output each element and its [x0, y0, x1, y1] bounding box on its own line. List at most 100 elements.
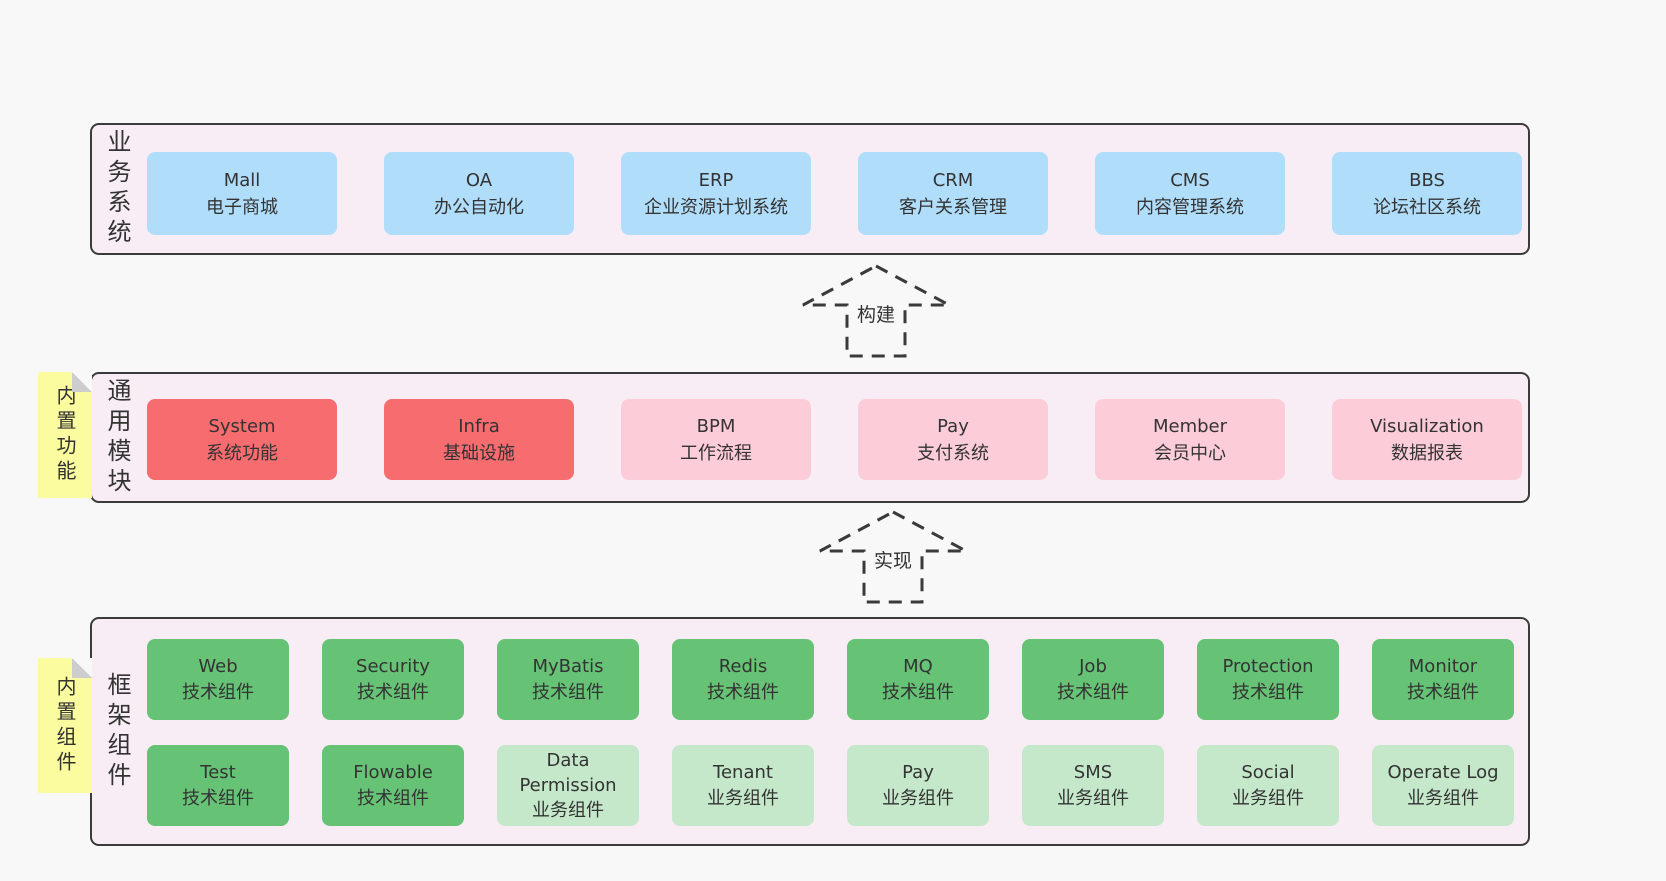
box-title: Member: [1152, 415, 1228, 437]
dashed-up-arrow-icon: [819, 510, 967, 604]
box-subtitle: 技术组件: [182, 681, 254, 703]
box-subtitle: 办公自动化: [434, 196, 524, 218]
box-member: Member 会员中心: [1095, 399, 1285, 480]
box-title: Test: [200, 762, 236, 784]
box-subtitle: 技术组件: [357, 787, 429, 809]
box-social: Social 业务组件: [1197, 745, 1339, 826]
box-subtitle: 客户关系管理: [899, 196, 1007, 218]
box-title: Monitor: [1408, 656, 1478, 678]
note-text: 内置功能: [53, 385, 77, 485]
box-title: Data Permission: [519, 749, 617, 796]
layer-common-modules: 通用模块 System 系统功能 Infra 基础设施 BPM 工作流程 Pay…: [90, 372, 1530, 503]
box-title: Redis: [718, 656, 768, 678]
module-boxes-row: System 系统功能 Infra 基础设施 BPM 工作流程 Pay 支付系统…: [147, 399, 1522, 480]
business-boxes-row: Mall 电子商城 OA 办公自动化 ERP 企业资源计划系统 CRM 客户关系…: [147, 152, 1522, 235]
framework-boxes-row-2: Test 技术组件 Flowable 技术组件 Data Permission …: [147, 745, 1514, 826]
box-title: Security: [356, 656, 430, 678]
box-mybatis: MyBatis 技术组件: [497, 639, 639, 720]
box-subtitle: 技术组件: [182, 787, 254, 809]
box-infra: Infra 基础设施: [384, 399, 574, 480]
box-title: Web: [198, 656, 238, 678]
box-web: Web 技术组件: [147, 639, 289, 720]
box-tenant: Tenant 业务组件: [672, 745, 814, 826]
up-arrow-build: 构建: [801, 260, 951, 360]
box-title: Mall: [223, 169, 261, 191]
box-subtitle: 基础设施: [443, 442, 515, 464]
box-subtitle: 技术组件: [1232, 681, 1304, 703]
box-title: Protection: [1222, 656, 1314, 678]
box-subtitle: 技术组件: [707, 681, 779, 703]
box-title: CRM: [932, 169, 974, 191]
box-sms: SMS 业务组件: [1022, 745, 1164, 826]
box-oa: OA 办公自动化: [384, 152, 574, 235]
note-built-in-functions: 内置功能: [38, 372, 92, 498]
box-system: System 系统功能: [147, 399, 337, 480]
box-data-permission: Data Permission 业务组件: [497, 745, 639, 826]
box-title: BBS: [1409, 169, 1445, 191]
box-subtitle: 业务组件: [532, 800, 604, 822]
box-subtitle: 业务组件: [1407, 787, 1479, 809]
box-subtitle: 支付系统: [917, 442, 989, 464]
box-mq: MQ 技术组件: [847, 639, 989, 720]
box-mall: Mall 电子商城: [147, 152, 337, 235]
box-subtitle: 业务组件: [882, 787, 954, 809]
box-erp: ERP 企业资源计划系统: [621, 152, 811, 235]
box-subtitle: 电子商城: [206, 196, 278, 218]
box-subtitle: 技术组件: [1407, 681, 1479, 703]
arrow-build-label: 构建: [853, 300, 899, 327]
box-redis: Redis 技术组件: [672, 639, 814, 720]
layer-business-systems-label: 业务系统: [103, 129, 131, 249]
box-subtitle: 技术组件: [1057, 681, 1129, 703]
layer-framework-components: 框架组件 Web 技术组件 Security 技术组件 MyBatis 技术组件…: [90, 617, 1530, 846]
box-title: Operate Log: [1387, 762, 1499, 784]
box-title: Visualization: [1370, 415, 1484, 437]
box-flowable: Flowable 技术组件: [322, 745, 464, 826]
box-job: Job 技术组件: [1022, 639, 1164, 720]
box-title: Pay: [937, 415, 969, 437]
box-bpm: BPM 工作流程: [621, 399, 811, 480]
box-title: OA: [465, 169, 493, 191]
note-built-in-components: 内置组件: [38, 658, 92, 793]
layer-framework-components-label: 框架组件: [103, 671, 131, 792]
box-title: Pay: [902, 762, 934, 784]
box-subtitle: 数据报表: [1391, 442, 1463, 464]
dashed-up-arrow-icon: [802, 264, 950, 358]
box-title: CMS: [1170, 169, 1210, 191]
box-visualization: Visualization 数据报表: [1332, 399, 1522, 480]
framework-boxes-row-1: Web 技术组件 Security 技术组件 MyBatis 技术组件 Redi…: [147, 639, 1514, 720]
box-title: MyBatis: [532, 656, 604, 678]
box-subtitle: 工作流程: [680, 442, 752, 464]
box-subtitle: 业务组件: [1232, 787, 1304, 809]
box-title: Infra: [458, 415, 500, 437]
box-subtitle: 会员中心: [1154, 442, 1226, 464]
box-subtitle: 内容管理系统: [1136, 196, 1244, 218]
box-security: Security 技术组件: [322, 639, 464, 720]
box-subtitle: 业务组件: [707, 787, 779, 809]
box-pay-module: Pay 支付系统: [858, 399, 1048, 480]
box-subtitle: 技术组件: [882, 681, 954, 703]
box-crm: CRM 客户关系管理: [858, 152, 1048, 235]
box-title: BPM: [696, 415, 736, 437]
box-title: Tenant: [713, 762, 773, 784]
box-subtitle: 技术组件: [357, 681, 429, 703]
box-subtitle: 系统功能: [206, 442, 278, 464]
box-subtitle: 业务组件: [1057, 787, 1129, 809]
box-subtitle: 企业资源计划系统: [644, 196, 788, 218]
box-title: Job: [1079, 656, 1107, 678]
layer-business-systems: 业务系统 Mall 电子商城 OA 办公自动化 ERP 企业资源计划系统 CRM…: [90, 123, 1530, 255]
box-title: System: [208, 415, 276, 437]
box-bbs: BBS 论坛社区系统: [1332, 152, 1522, 235]
box-protection: Protection 技术组件: [1197, 639, 1339, 720]
box-test: Test 技术组件: [147, 745, 289, 826]
box-title: Flowable: [353, 762, 433, 784]
box-cms: CMS 内容管理系统: [1095, 152, 1285, 235]
layer-common-modules-label: 通用模块: [103, 377, 131, 498]
box-subtitle: 论坛社区系统: [1373, 196, 1481, 218]
box-pay-component: Pay 业务组件: [847, 745, 989, 826]
box-subtitle: 技术组件: [532, 681, 604, 703]
box-title: MQ: [903, 656, 933, 678]
box-title: SMS: [1073, 762, 1113, 784]
box-monitor: Monitor 技术组件: [1372, 639, 1514, 720]
up-arrow-implement: 实现: [818, 506, 968, 606]
box-title: ERP: [698, 169, 734, 191]
